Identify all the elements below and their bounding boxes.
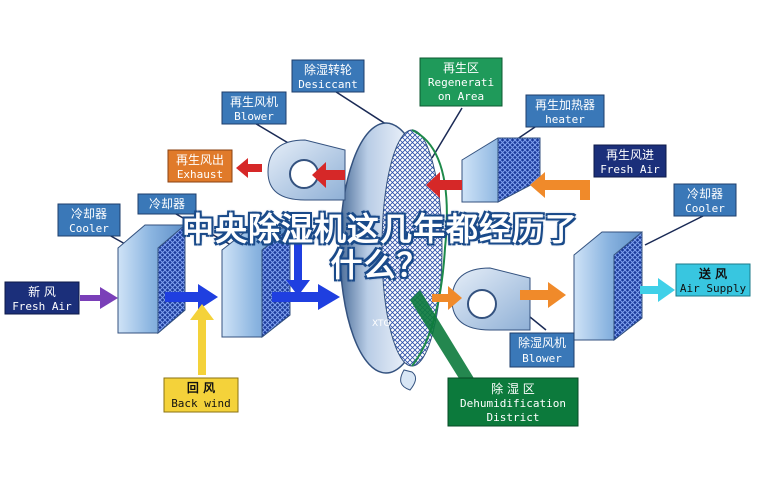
- fresh-air-arrow: [80, 287, 118, 309]
- regen-fresh-arrow: [530, 172, 590, 198]
- svg-text:Dehumidification: Dehumidification: [460, 397, 566, 410]
- svg-text:再生风进: 再生风进: [606, 148, 654, 162]
- overlay-title-line-1: 中央除湿机这几年都经历了: [181, 210, 578, 248]
- process-arrow-down: [286, 244, 310, 296]
- svg-text:Blower: Blower: [234, 110, 274, 123]
- svg-text:再生风出: 再生风出: [176, 153, 224, 167]
- label-dehum-district: 除 湿 区 Dehumidification District: [447, 377, 579, 427]
- label-cooler-1: 冷却器 Cooler: [57, 203, 121, 237]
- dehum-blower-arrow: [520, 282, 566, 308]
- wheel-drive-hood: [400, 369, 416, 391]
- svg-text:District: District: [487, 411, 540, 424]
- cooler-2-unit: [221, 226, 291, 339]
- svg-text:除湿转轮: 除湿转轮: [304, 62, 352, 77]
- svg-text:回 风: 回 风: [187, 381, 215, 395]
- label-fresh-air: 新 风 Fresh Air: [4, 281, 80, 315]
- svg-text:冷却器: 冷却器: [687, 187, 723, 201]
- svg-text:冷却器: 冷却器: [71, 207, 107, 221]
- svg-text:送 风: 送 风: [698, 266, 727, 281]
- dehum-blower-unit: [451, 267, 531, 331]
- supply-arrow: [640, 278, 675, 302]
- svg-text:除湿风机: 除湿风机: [518, 335, 566, 350]
- back-wind-arrow: [190, 304, 214, 375]
- dehum-pointer: [410, 290, 475, 380]
- svg-text:on Area: on Area: [438, 90, 484, 103]
- process-arrow-1: [165, 284, 218, 310]
- svg-text:再生风机: 再生风机: [230, 95, 278, 109]
- svg-text:Desiccant: Desiccant: [298, 78, 358, 91]
- regen-heater-unit: [461, 137, 541, 203]
- label-desiccant: 除湿转轮 Desiccant: [291, 59, 365, 93]
- watermark-text: XTG: [372, 319, 391, 329]
- svg-text:新 风: 新 风: [28, 284, 56, 299]
- label-cooler-3: 冷却器 Cooler: [673, 183, 737, 217]
- dehum-outlet-arrow: [432, 286, 462, 310]
- cooler-1-unit: [117, 223, 186, 335]
- regen-exhaust-arrow: [236, 158, 262, 178]
- svg-text:Air Supply: Air Supply: [680, 282, 747, 295]
- label-back-wind: 回 风 Back wind: [163, 377, 239, 413]
- cooler-3-unit: [573, 230, 643, 342]
- label-regen-fresh-air: 再生风进 Fresh Air: [593, 144, 667, 178]
- process-arrow-2: [272, 284, 340, 310]
- label-exhaust: 再生风出 Exhaust: [167, 149, 233, 183]
- label-regen-blower: 再生风机 Blower: [221, 91, 287, 125]
- svg-text:heater: heater: [545, 113, 585, 126]
- regen-wet-arrow: [312, 162, 345, 188]
- svg-text:冷却器: 冷却器: [149, 197, 185, 211]
- svg-text:Regenerati: Regenerati: [428, 76, 494, 89]
- label-regen-heater: 再生加热器 heater: [525, 94, 605, 128]
- svg-text:Cooler: Cooler: [69, 222, 109, 235]
- svg-text:再生区: 再生区: [443, 61, 479, 75]
- svg-text:Fresh Air: Fresh Air: [12, 300, 72, 313]
- label-dehum-blower: 除湿风机 Blower: [509, 332, 575, 368]
- svg-text:除 湿 区: 除 湿 区: [491, 381, 535, 396]
- svg-text:Cooler: Cooler: [685, 202, 725, 215]
- overlay-title-line-2: 什么？: [330, 246, 430, 284]
- label-cooler-2: 冷却器: [137, 193, 197, 215]
- svg-text:Back wind: Back wind: [171, 397, 231, 410]
- svg-text:再生加热器: 再生加热器: [535, 98, 595, 112]
- svg-text:Exhaust: Exhaust: [177, 168, 223, 181]
- label-air-supply: 送 风 Air Supply: [675, 263, 751, 297]
- label-regen-area: 再生区 Regenerati on Area: [419, 57, 503, 107]
- svg-text:Fresh Air: Fresh Air: [600, 163, 660, 176]
- airflow-arrows: [80, 158, 675, 375]
- svg-text:Blower: Blower: [522, 352, 562, 365]
- regen-heated-arrow: [426, 172, 462, 198]
